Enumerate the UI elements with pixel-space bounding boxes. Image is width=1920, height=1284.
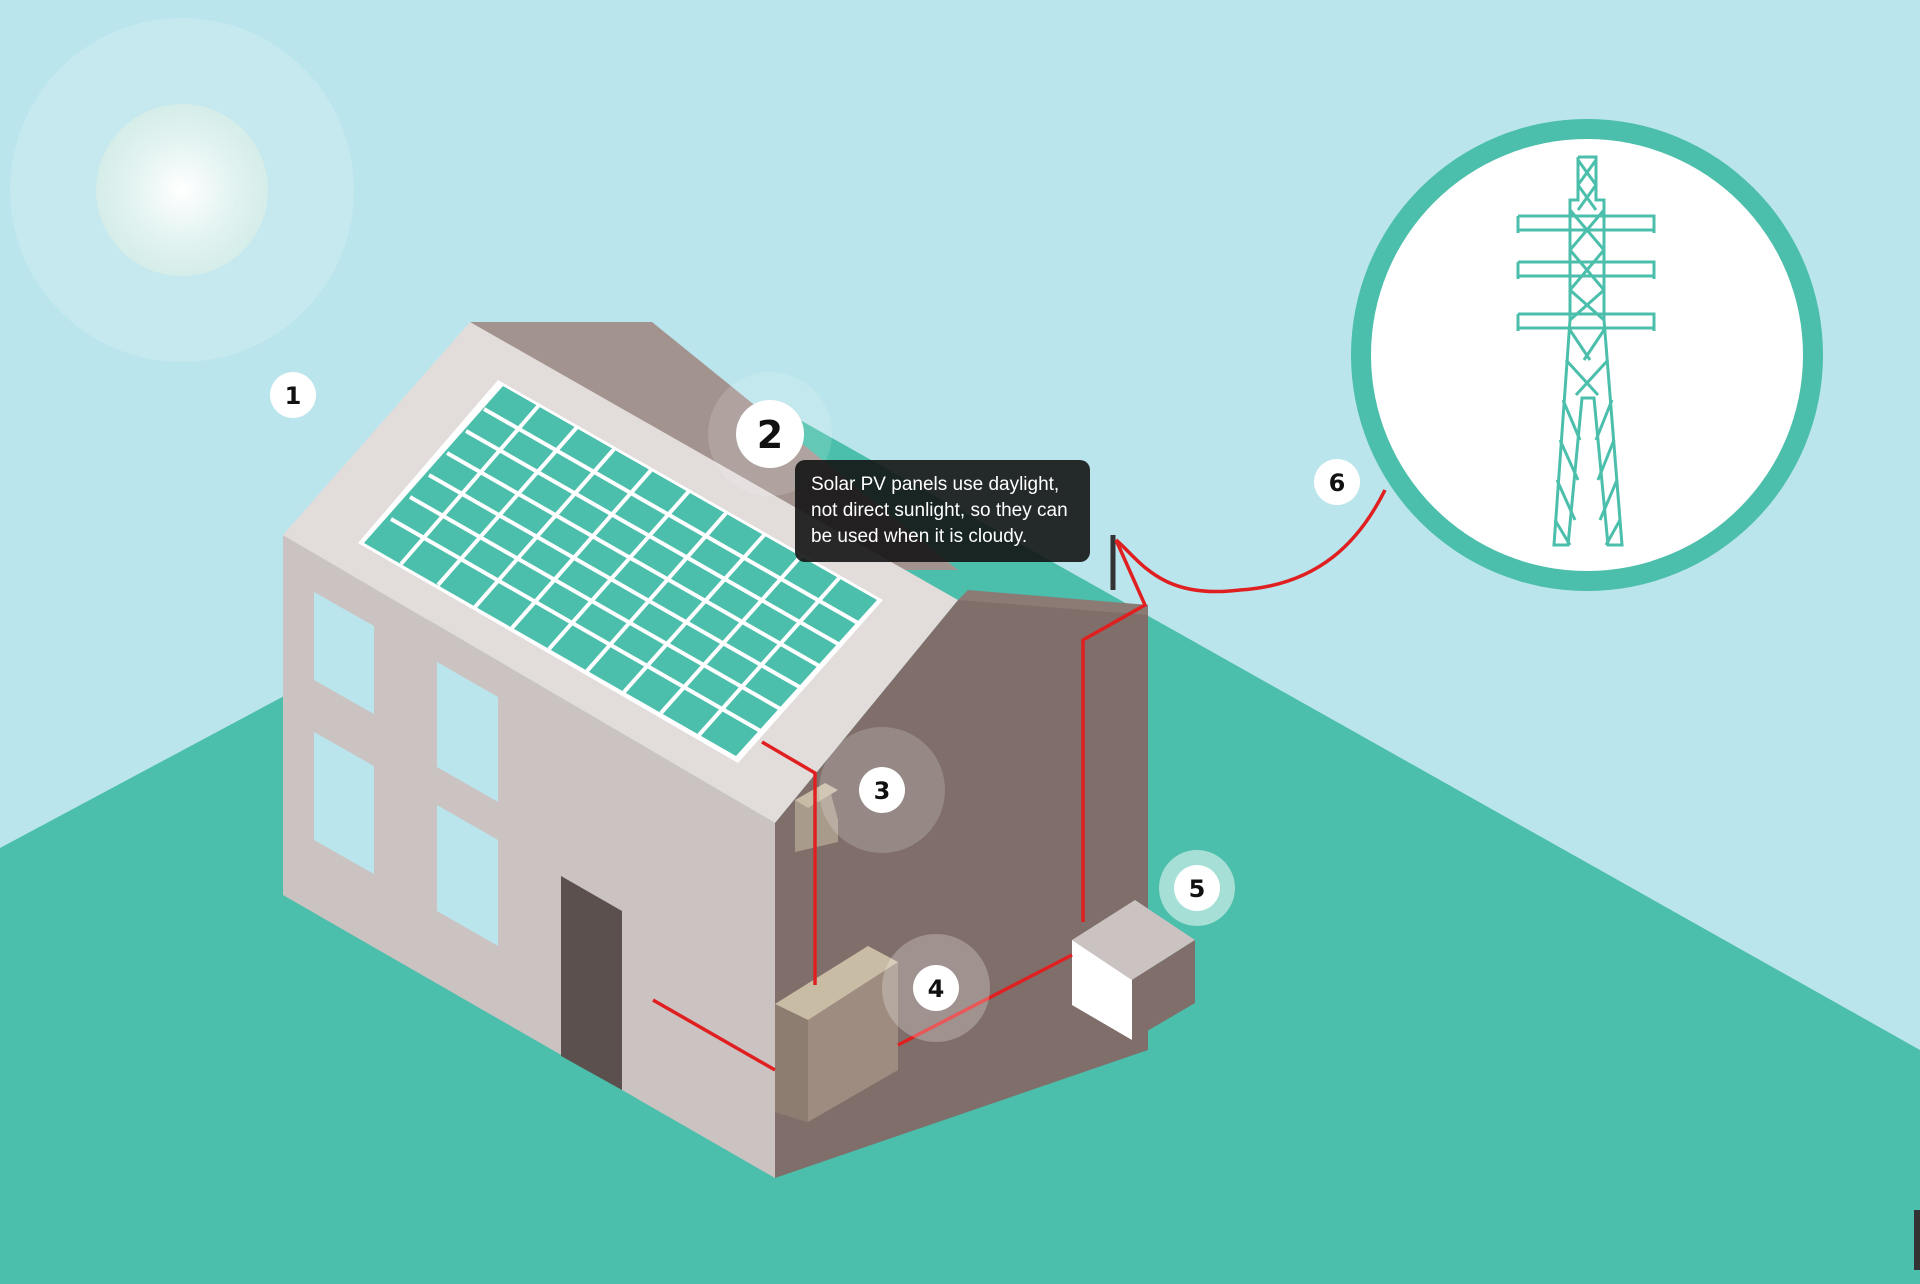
hotspot-label: 2 bbox=[757, 413, 783, 457]
hotspot-5[interactable]: 5 bbox=[1174, 865, 1220, 911]
window bbox=[314, 732, 374, 874]
house bbox=[283, 322, 1195, 1178]
front-wall bbox=[283, 535, 775, 1178]
window bbox=[437, 662, 498, 802]
gable-top bbox=[958, 590, 1148, 615]
battery-icon bbox=[1072, 900, 1195, 1040]
scrollbar-thumb[interactable] bbox=[1914, 1210, 1920, 1270]
hotspot-2[interactable]: 2 bbox=[736, 400, 804, 468]
hotspot-label: 5 bbox=[1189, 875, 1206, 903]
hotspot-label: 4 bbox=[928, 975, 945, 1003]
door bbox=[561, 876, 622, 1090]
hotspot-2-tooltip: Solar PV panels use daylight, not direct… bbox=[795, 460, 1090, 562]
hotspot-label: 6 bbox=[1329, 469, 1346, 497]
wiring bbox=[652, 489, 1387, 1072]
hotspot-label: 3 bbox=[874, 777, 891, 805]
window bbox=[437, 805, 498, 946]
hotspot-4[interactable]: 4 bbox=[913, 965, 959, 1011]
hotspot-3[interactable]: 3 bbox=[859, 767, 905, 813]
pylon-icon bbox=[1516, 155, 1656, 547]
sun-icon bbox=[10, 18, 354, 362]
solar-panel-icon bbox=[358, 380, 883, 763]
hotspot-label: 1 bbox=[285, 382, 302, 410]
hotspot-6[interactable]: 6 bbox=[1314, 459, 1360, 505]
tooltip-text: Solar PV panels use daylight, not direct… bbox=[811, 474, 1068, 547]
meter-icon bbox=[775, 946, 898, 1122]
hotspot-1[interactable]: 1 bbox=[270, 372, 316, 418]
window bbox=[314, 592, 374, 714]
